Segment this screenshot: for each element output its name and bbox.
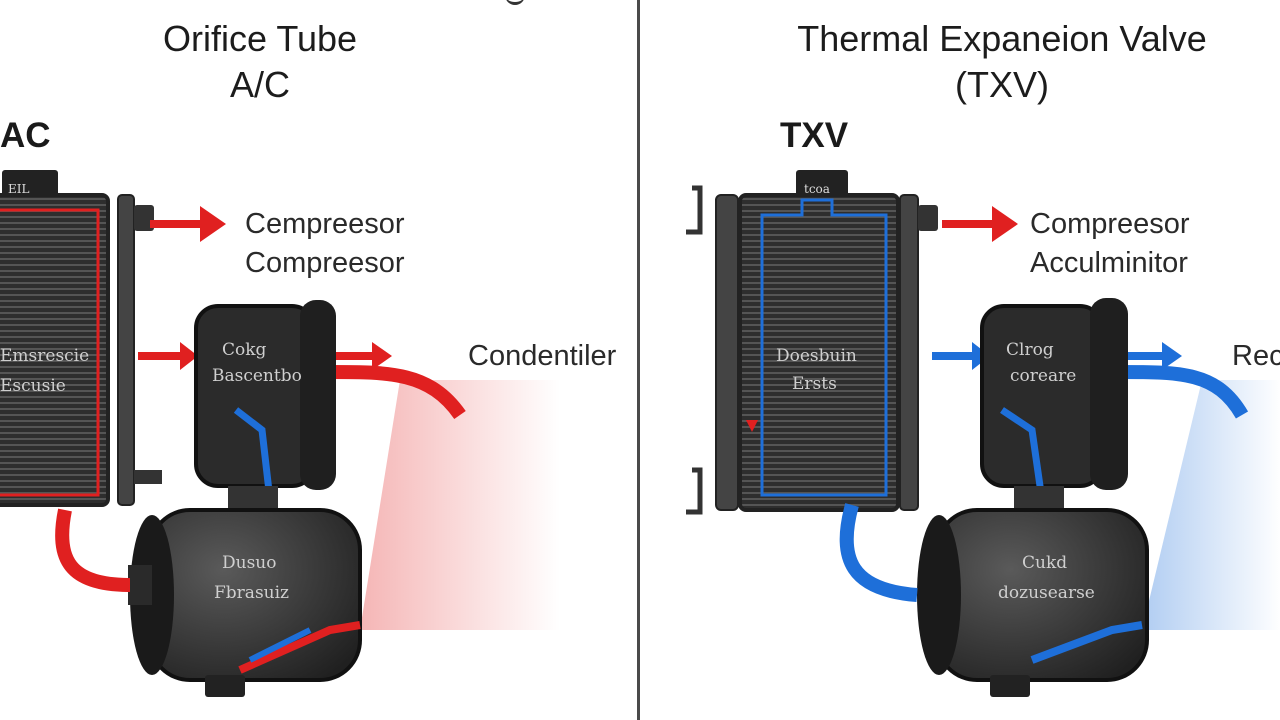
txv-panel: Thermal Expaneion Valve (TXV) TXV tcoa C… (642, 0, 1280, 720)
box-label-1: Clrog (1006, 340, 1054, 360)
arrow-top-label-1: Cempreesor (245, 208, 405, 240)
drum-label-1: Dusuo (222, 553, 277, 573)
cap-tag: EIL (8, 182, 30, 196)
flow-wash (1142, 380, 1280, 630)
corner-label: TXV (780, 116, 849, 155)
txv-diagram (686, 170, 1280, 697)
top-decoration (505, 0, 525, 5)
arrow-mid2 (1117, 342, 1182, 370)
core-label-2: Escusie (0, 376, 66, 396)
core-red-line (0, 208, 100, 497)
edge-label: Rec (1232, 340, 1280, 372)
cap-tag: tcoa (804, 182, 830, 196)
hot-pipe (329, 365, 466, 420)
core-label-1: Emsrescie (0, 346, 90, 366)
arrow-top (942, 206, 1018, 242)
orifice-diagram (0, 170, 560, 697)
title-line1: Thermal Expaneion Valve (797, 18, 1207, 59)
title-line1: Orifice Tube (162, 18, 358, 59)
arrow-top-label-2: Acculminitor (1030, 247, 1188, 279)
arrow-mid (138, 342, 198, 370)
arrow-top-label-1: Compreesor (1030, 208, 1190, 240)
corner-label: AC (0, 116, 51, 155)
return-pipe (55, 508, 131, 592)
arrow-mid (932, 342, 990, 370)
title-line2: A/C (229, 64, 290, 105)
box-label-2: coreare (1010, 366, 1077, 386)
box-label-2: Bascentbo (212, 366, 302, 386)
core-cap (796, 170, 848, 196)
drum-label-2: dozusearse (998, 583, 1095, 603)
compressor-box (194, 304, 316, 488)
arrow-top-label-2: Compreesor (245, 247, 405, 279)
drum-label-1: Cukd (1022, 553, 1068, 573)
core-cap (2, 170, 58, 196)
box-label-1: Cokg (222, 340, 267, 360)
title-line2: (TXV) (955, 64, 1049, 105)
arrow-top (150, 206, 226, 242)
cold-pipe (1117, 365, 1249, 419)
flow-wash (360, 380, 560, 630)
condenser-label: Condentiler (468, 340, 617, 372)
return-pipe (839, 503, 918, 602)
core-blue-line (760, 198, 888, 497)
core-label-1: Doesbuin (776, 346, 857, 366)
core-label-2: Ersts (792, 374, 837, 394)
drum-label-2: Fbrasuiz (214, 583, 290, 603)
compressor-box (980, 304, 1104, 488)
arrow-mid2 (330, 342, 392, 370)
orifice-tube-panel: Orifice Tube A/C AC EIL Cempreesor Compr… (0, 0, 638, 720)
panel-divider (637, 0, 640, 720)
